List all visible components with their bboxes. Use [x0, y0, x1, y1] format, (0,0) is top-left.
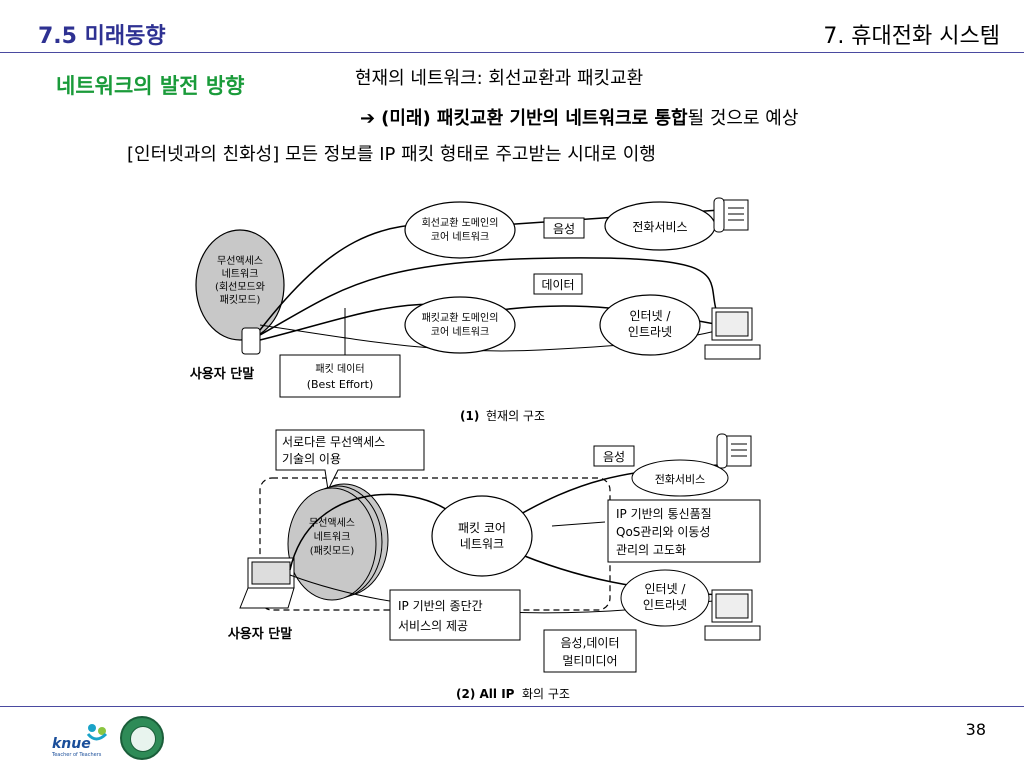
- user-terminal-label-2: 사용자 단말: [228, 626, 292, 642]
- slide-section-number: 7.5 미래동향: [38, 24, 166, 49]
- packet-core-label-2: 코어 네트워크: [431, 325, 489, 338]
- packet-core2-label-2: 네트워크: [460, 537, 504, 551]
- wireless2-label-1: 무선액세스: [309, 517, 355, 529]
- access-tech-callout: [275, 429, 425, 492]
- diagram2-caption-text: 화의 구조: [522, 687, 570, 701]
- internet2-label-2: 인트라넷: [643, 598, 687, 612]
- arrow-right-icon: ➔: [360, 108, 376, 129]
- section-title: 네트워크의 발전 방향: [56, 74, 245, 98]
- desk-phone-icon: [713, 197, 749, 233]
- future-network-text: ➔(미래) 패킷교환 기반의 네트워크로 통합될 것으로 예상: [360, 104, 798, 130]
- voice-label-2: 음성: [603, 450, 625, 464]
- packet-core-network-node: [404, 296, 516, 354]
- user-terminal-label-1: 사용자 단말: [190, 366, 254, 382]
- knue-logo-subtext: Teacher of Teachers: [51, 752, 102, 758]
- university-seal-icon: [120, 716, 164, 760]
- qos-label-2: QoS관리와 이동성: [616, 525, 710, 539]
- e2e-service-box: [389, 589, 521, 641]
- knue-logo: knue Teacher of Teachers: [50, 722, 114, 762]
- packet-core2-label-1: 패킷 코어: [458, 521, 506, 535]
- wireless-label-1: 무선액세스: [217, 255, 263, 267]
- wireless-access-network-node: [195, 229, 285, 341]
- diagram2-caption-num: (2) All IP: [456, 687, 515, 701]
- wireless2-label-3: (패킷모드): [310, 545, 355, 557]
- mobile-phone-icon: [241, 327, 261, 355]
- qos-box: [607, 499, 761, 563]
- future-network-bold: (미래) 패킷교환 기반의 네트워크로 통합: [381, 108, 688, 129]
- callout-label-2: 기술의 이용: [282, 452, 341, 466]
- wireless-access-network-node-2: [287, 487, 377, 601]
- diagram1-caption-text: 현재의 구조: [486, 409, 545, 423]
- wireless-label-2: 네트워크: [222, 267, 259, 280]
- voice-label-box-2: [593, 445, 635, 467]
- knue-logo-icon: knue Teacher of Teachers: [51, 724, 108, 758]
- data-label-box: [533, 273, 583, 295]
- phone-service-node-2: [631, 459, 729, 497]
- desk-phone-icon-2: [716, 433, 752, 469]
- diagram-current-structure: 무선액세스 네트워크 (회선모드와 패킷모드) 사용자 단말 회선교환 도메인의…: [190, 197, 761, 423]
- network-evolution-diagram: 무선액세스 네트워크 (회선모드와 패킷모드) 사용자 단말 회선교환 도메인의…: [160, 180, 800, 706]
- internet-intranet-node-2: [620, 569, 710, 627]
- page-number: 38: [965, 720, 986, 739]
- multimedia-label-1: 음성,데이터: [560, 636, 619, 650]
- link-laptop-core: [289, 493, 461, 571]
- knue-logo-text: knue: [52, 736, 91, 752]
- desktop-computer-icon: [704, 307, 761, 360]
- internet-label-1: 인터넷 /: [630, 309, 672, 323]
- desktop-computer-icon-2: [704, 589, 761, 641]
- voice-label-box: [543, 217, 585, 239]
- chapter-title: 7. 휴대전화 시스템: [823, 24, 1000, 49]
- e2e-label-1: IP 기반의 종단간: [398, 599, 483, 613]
- phone-service-label: 전화서비스: [632, 220, 687, 234]
- header-divider: [0, 52, 1024, 53]
- future-network-rest: 될 것으로 예상: [687, 108, 799, 129]
- link-wireless-data: [259, 257, 721, 336]
- wireless-label-3: (회선모드와: [215, 281, 265, 293]
- wireless-label-4: 패킷모드): [220, 294, 261, 306]
- callout-label-1: 서로다른 무선액세스: [282, 435, 385, 449]
- circuit-core-network-node: [404, 201, 516, 259]
- qos-label-3: 관리의 고도화: [616, 543, 686, 557]
- footer-divider: [0, 706, 1024, 707]
- packet-data-box: [279, 354, 401, 398]
- voice-label: 음성: [553, 222, 575, 236]
- packet-data-label-2: (Best Effort): [307, 378, 374, 391]
- diagram1-caption-num: (1): [460, 409, 479, 423]
- diagram-all-ip-structure: 서로다른 무선액세스 기술의 이용 무선액세스 네트워크 (패킷모드) 사용자 …: [228, 429, 761, 701]
- internet-affinity-text: [인터넷과의 친화성] 모든 정보를 IP 패킷 형태로 주고받는 시대로 이행: [127, 144, 656, 165]
- phone-service-label-2: 전화서비스: [655, 473, 706, 486]
- data-label: 데이터: [541, 278, 574, 292]
- link-qos-pointer: [551, 521, 606, 527]
- laptop-icon: [239, 557, 295, 609]
- multimedia-label-2: 멀티미디어: [562, 654, 617, 668]
- multimedia-box: [543, 629, 637, 673]
- circuit-core-label-1: 회선교환 도메인의: [422, 217, 499, 229]
- packet-data-label-1: 패킷 데이터: [315, 363, 364, 375]
- qos-label-1: IP 기반의 통신품질: [616, 507, 712, 521]
- packet-core-label-1: 패킷교환 도메인의: [422, 312, 499, 324]
- internet-intranet-node: [599, 294, 701, 356]
- wireless2-label-2: 네트워크: [314, 530, 351, 543]
- circuit-core-label-2: 코어 네트워크: [431, 230, 489, 243]
- internet-label-2: 인트라넷: [628, 325, 672, 339]
- e2e-label-2: 서비스의 제공: [398, 619, 468, 633]
- packet-core-network-node-2: [431, 495, 533, 577]
- internet2-label-1: 인터넷 /: [645, 582, 687, 596]
- current-network-text: 현재의 네트워크: 회선교환과 패킷교환: [355, 68, 644, 89]
